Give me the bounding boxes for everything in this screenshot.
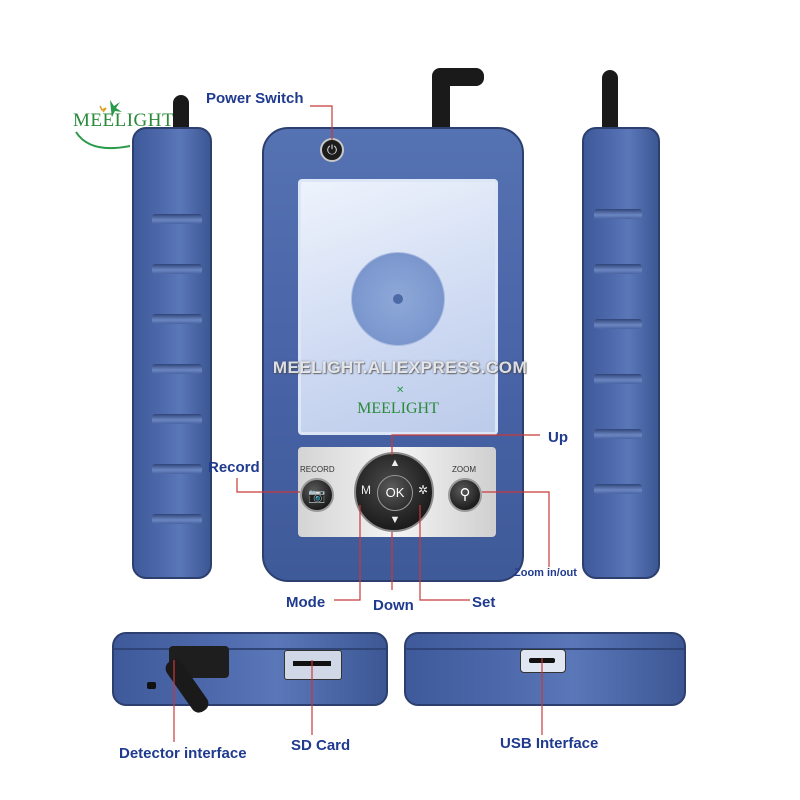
mode-button[interactable]: M xyxy=(361,483,371,497)
brand-logo: MEELIGHT xyxy=(70,92,190,152)
label-zoom: Zoom in/out xyxy=(514,567,577,579)
endoscope-view xyxy=(351,252,445,346)
zoom-button[interactable]: ⚲ xyxy=(448,478,482,512)
device-left-side-view xyxy=(132,127,212,579)
label-down: Down xyxy=(373,597,414,614)
label-usb-interface: USB Interface xyxy=(500,735,599,752)
device-screen: ✕ MEELIGHT xyxy=(298,179,498,435)
device-right-side-view xyxy=(582,127,660,579)
down-button[interactable]: ▼ xyxy=(389,514,401,526)
settings-icon[interactable]: ✲ xyxy=(417,483,429,497)
power-icon: ⏻ xyxy=(326,142,338,157)
zoom-label: ZOOM xyxy=(452,465,476,474)
record-label: RECORD xyxy=(300,465,335,474)
usb-port xyxy=(520,649,566,673)
screen-logo-swoosh-icon: ✕ xyxy=(396,385,405,396)
label-set: Set xyxy=(472,594,496,611)
camera-icon: 📷 xyxy=(308,487,326,503)
label-record: Record xyxy=(208,459,260,476)
up-button[interactable]: ▲ xyxy=(389,457,401,469)
indicator-led xyxy=(147,682,156,689)
device-bottom-view-right xyxy=(404,632,686,706)
right-cable xyxy=(602,70,618,135)
watermark-text: MEELIGHT.ALIEXPRESS.COM xyxy=(272,358,528,377)
navigation-pad: ▲ ▼ M ✲ OK xyxy=(354,452,434,532)
label-power-switch: Power Switch xyxy=(206,90,304,107)
label-detector-interface: Detector interface xyxy=(119,745,247,762)
front-cable xyxy=(432,70,450,135)
ok-button[interactable]: OK xyxy=(377,475,413,511)
logo-swoosh-icon xyxy=(75,100,131,150)
record-button[interactable]: 📷 xyxy=(300,478,334,512)
sd-card-slot xyxy=(284,650,342,680)
device-bottom-view-left xyxy=(112,632,388,706)
screen-brand-name: MEELIGHT xyxy=(357,400,439,417)
label-sd-card: SD Card xyxy=(291,737,351,754)
label-up: Up xyxy=(548,429,568,446)
brand-name: MEELIGHT xyxy=(73,110,175,131)
power-button[interactable]: ⏻ xyxy=(320,138,344,162)
front-cable-top xyxy=(432,68,484,86)
label-mode: Mode xyxy=(286,594,326,611)
magnifier-icon: ⚲ xyxy=(459,486,471,503)
